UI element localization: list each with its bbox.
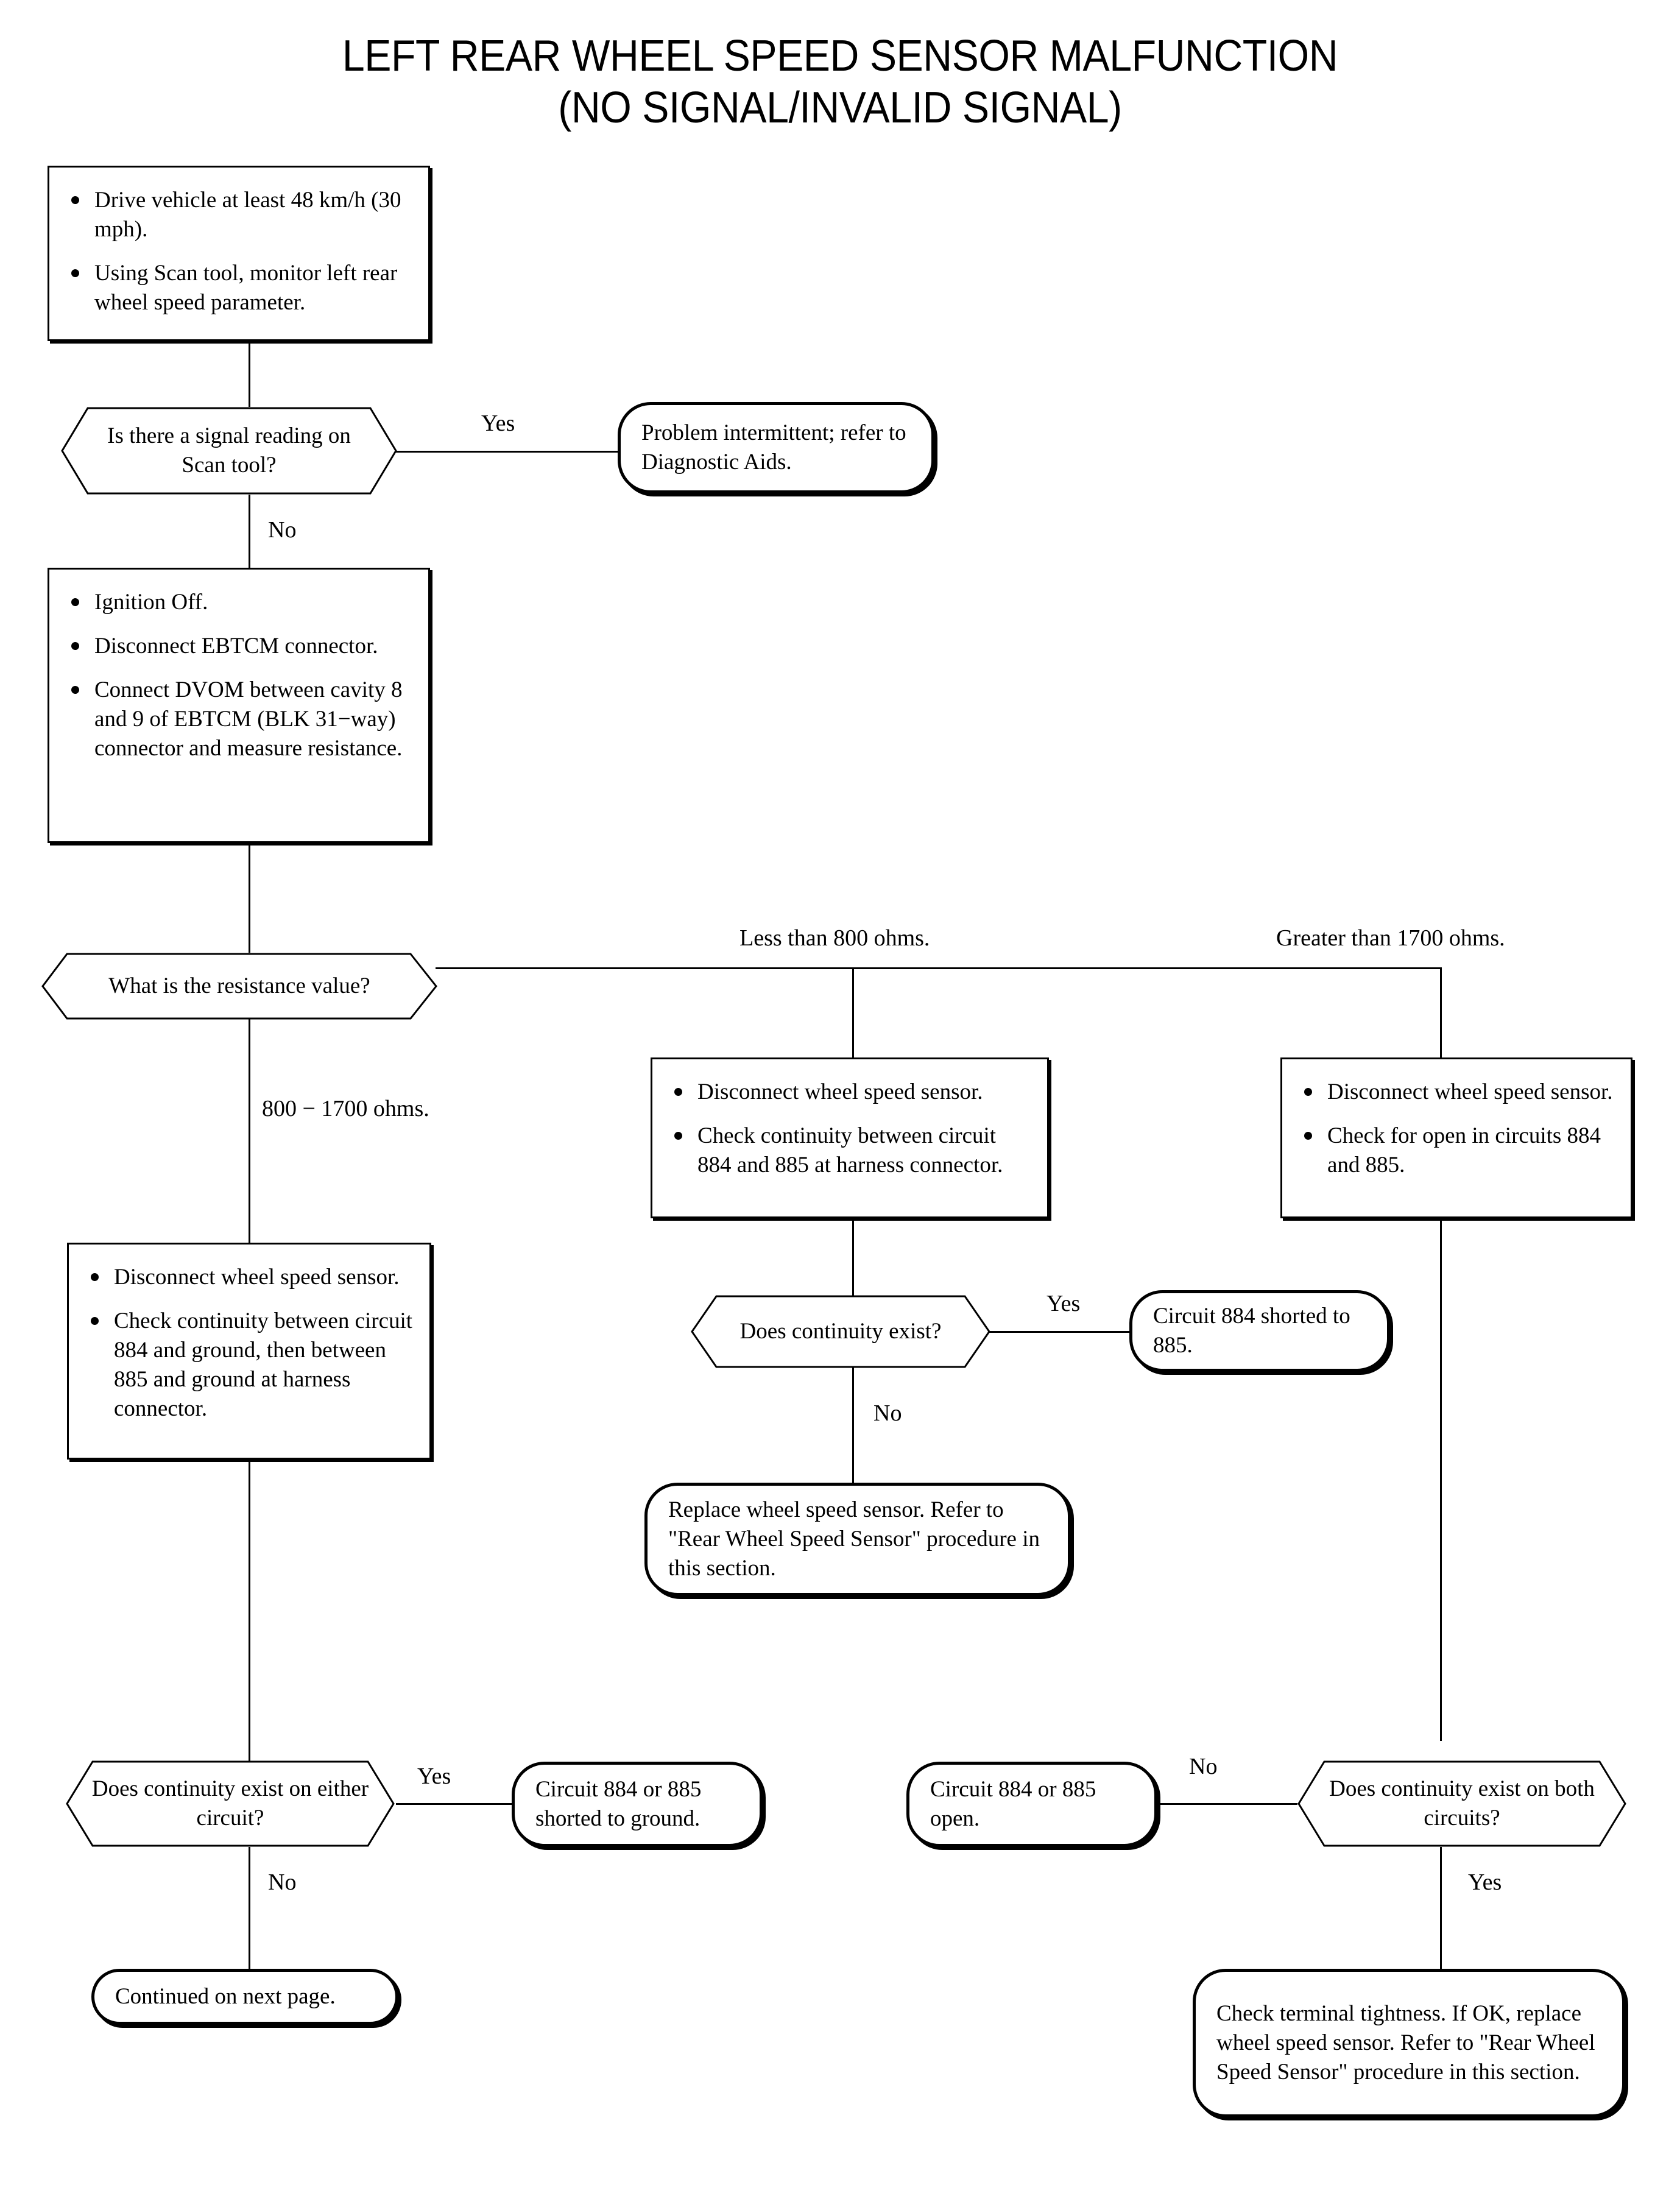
terminal-label: Circuit 884 shorted to 885. <box>1153 1303 1350 1358</box>
connector-resistance-range <box>249 1019 250 1244</box>
bullet-item: Ignition Off. <box>63 588 415 617</box>
edge-label-signal-yes: Yes <box>481 411 515 436</box>
connector-resistance-fan <box>436 967 1441 969</box>
connector-right-to-continuity <box>1440 1217 1442 1741</box>
connector-left-no <box>249 1847 250 1969</box>
terminal-label: Circuit 884 or 885 open. <box>930 1776 1096 1831</box>
terminal-884-shorted-885: Circuit 884 shorted to 885. <box>1129 1290 1390 1372</box>
connector-right-no <box>1157 1803 1297 1805</box>
bullet-item: Check for open in circuits 884 and 885. <box>1296 1121 1617 1180</box>
edge-label-resistance-range: 800 − 1700 ohms. <box>262 1096 429 1121</box>
decision-label: Does continuity exist? <box>739 1318 942 1344</box>
page-title: LEFT REAR WHEEL SPEED SENSOR MALFUNCTION… <box>0 30 1680 134</box>
connector-left-to-continuity <box>249 1459 250 1800</box>
connector-mid-to-continuity <box>852 1217 854 1305</box>
process-right-open-check: Disconnect wheel speed sensor. Check for… <box>1280 1057 1632 1218</box>
hexagon-outline-icon <box>691 1295 990 1368</box>
hexagon-outline-icon <box>66 1760 395 1847</box>
terminal-circuit-open: Circuit 884 or 885 open. <box>906 1762 1157 1847</box>
decision-right-continuity: Does continuity exist on both circuits? <box>1297 1760 1626 1847</box>
edge-label-left-yes: Yes <box>417 1763 451 1789</box>
connector-ebtcm-to-resistance <box>249 843 250 953</box>
edge-label-mid-yes: Yes <box>1046 1291 1081 1316</box>
decision-label: What is the resistance value? <box>108 973 370 998</box>
edge-label-right-no: No <box>1189 1754 1218 1779</box>
connector-to-mid-process <box>852 967 854 1059</box>
connector-mid-no <box>852 1366 854 1484</box>
connector-start-to-signal <box>249 341 250 407</box>
edge-label-signal-no: No <box>268 517 297 543</box>
process-start: Drive vehicle at least 48 km/h (30 mph).… <box>48 166 430 341</box>
hexagon-outline-icon <box>41 953 437 1020</box>
decision-mid-continuity: Does continuity exist? <box>691 1295 990 1368</box>
terminal-label: Circuit 884 or 885 shorted to ground. <box>535 1776 702 1831</box>
connector-signal-no <box>249 495 250 568</box>
edge-label-resistance-greater: Greater than 1700 ohms. <box>1276 925 1505 951</box>
bullet-item: Using Scan tool, monitor left rear wheel… <box>63 259 415 317</box>
terminal-continued-next-page: Continued on next page. <box>91 1969 398 2025</box>
terminal-problem-intermittent: Problem intermittent; refer to Diagnosti… <box>618 402 934 493</box>
title-line-1: LEFT REAR WHEEL SPEED SENSOR MALFUNCTION <box>342 32 1338 80</box>
bullet-item: Disconnect wheel speed sensor. <box>666 1078 1034 1107</box>
connector-left-yes <box>396 1803 512 1805</box>
process-mid-continuity-check: Disconnect wheel speed sensor. Check con… <box>651 1057 1049 1218</box>
bullet-item: Check continuity between circuit 884 and… <box>82 1307 416 1424</box>
decision-signal-reading: Is there a signal reading on Scan tool? <box>61 407 397 495</box>
hexagon-outline-icon <box>61 407 397 495</box>
connector-signal-yes <box>396 451 618 453</box>
bullet-item: Disconnect wheel speed sensor. <box>1296 1078 1617 1107</box>
terminal-label: Check terminal tightness. If OK, replace… <box>1216 2000 1595 2085</box>
decision-left-continuity: Does continuity exist on either circuit? <box>66 1760 395 1847</box>
connector-to-right-process <box>1440 967 1442 1059</box>
decision-resistance-value: What is the resistance value? <box>41 953 437 1020</box>
connector-mid-yes <box>988 1331 1129 1333</box>
edge-label-mid-no: No <box>874 1400 902 1426</box>
bullet-item: Connect DVOM between cavity 8 and 9 of E… <box>63 676 415 763</box>
terminal-label: Continued on next page. <box>115 1983 336 2009</box>
bullet-item: Disconnect wheel speed sensor. <box>82 1263 416 1292</box>
terminal-check-terminal-tightness: Check terminal tightness. If OK, replace… <box>1193 1969 1625 2117</box>
terminal-label: Replace wheel speed sensor. Refer to "Re… <box>668 1497 1040 1581</box>
edge-label-left-no: No <box>268 1869 297 1895</box>
edge-label-right-yes: Yes <box>1468 1869 1502 1895</box>
terminal-shorted-to-ground: Circuit 884 or 885 shorted to ground. <box>512 1762 763 1847</box>
process-ebtcm: Ignition Off. Disconnect EBTCM connector… <box>48 568 430 843</box>
decision-label: Does continuity exist on either circuit? <box>91 1776 369 1830</box>
process-left-ground-check: Disconnect wheel speed sensor. Check con… <box>67 1243 431 1460</box>
decision-label: Is there a signal reading on Scan tool? <box>107 423 351 478</box>
bullet-item: Check continuity between circuit 884 and… <box>666 1121 1034 1180</box>
terminal-replace-sensor: Replace wheel speed sensor. Refer to "Re… <box>644 1483 1071 1596</box>
edge-label-resistance-less: Less than 800 ohms. <box>739 925 930 951</box>
hexagon-outline-icon <box>1297 1760 1626 1847</box>
title-line-2: (NO SIGNAL/INVALID SIGNAL) <box>558 83 1122 132</box>
decision-label: Does continuity exist on both circuits? <box>1329 1776 1595 1830</box>
terminal-label: Problem intermittent; refer to Diagnosti… <box>641 420 906 475</box>
bullet-item: Drive vehicle at least 48 km/h (30 mph). <box>63 186 415 244</box>
connector-right-yes <box>1440 1847 1442 1969</box>
bullet-item: Disconnect EBTCM connector. <box>63 632 415 661</box>
